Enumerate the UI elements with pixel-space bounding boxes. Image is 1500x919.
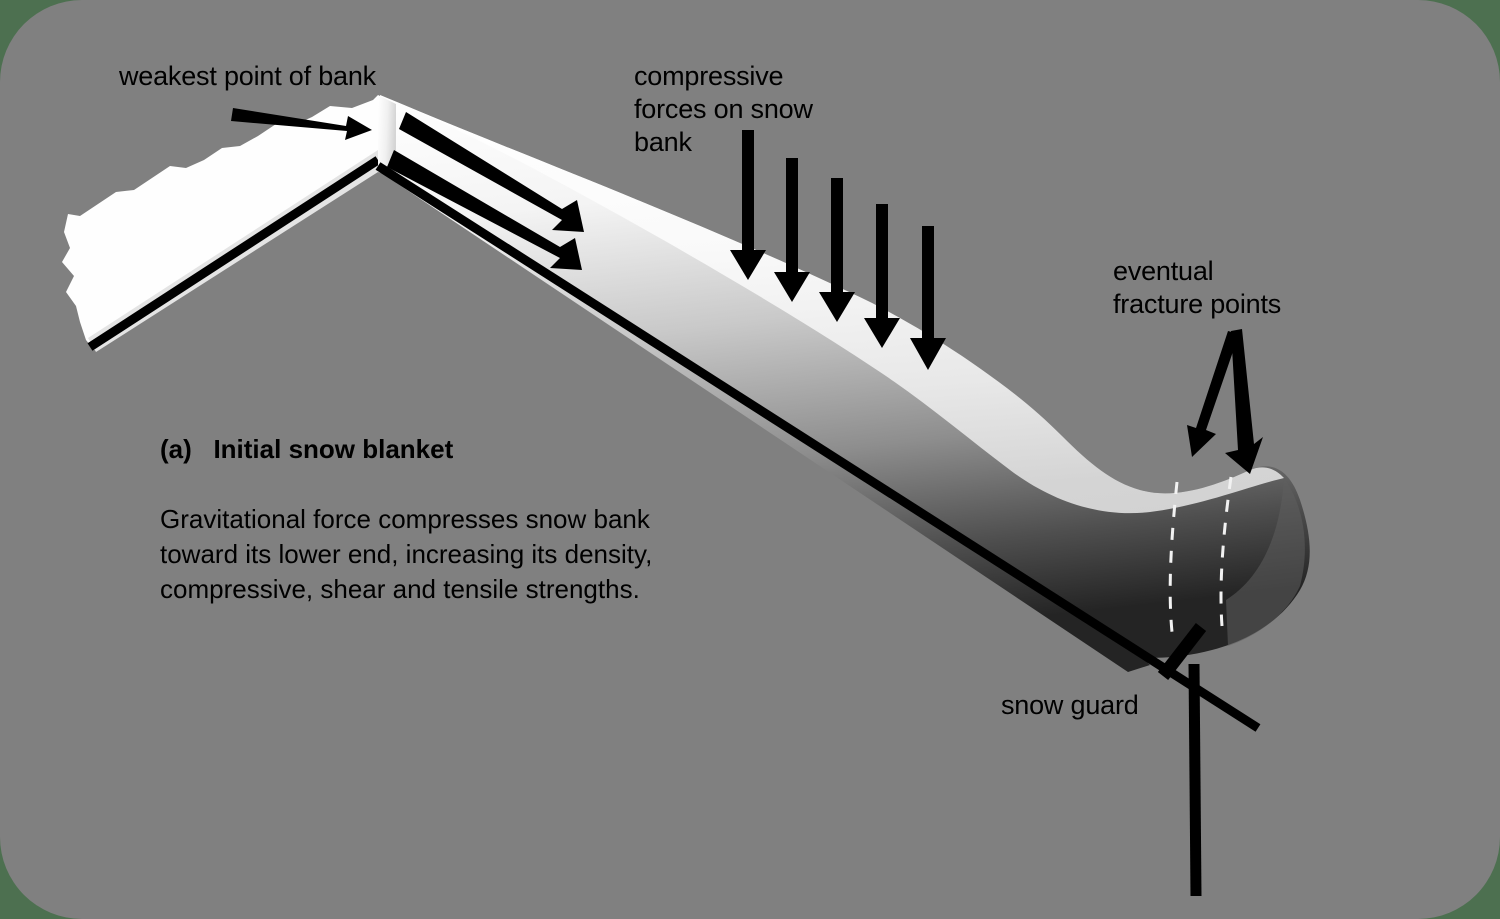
snow-guard-bar bbox=[1157, 623, 1207, 680]
weakest-point-arrow bbox=[231, 108, 372, 140]
caption-body: Gravitational force compresses snow bank… bbox=[160, 504, 653, 604]
label-eventual-fracture-points: eventual fracture points bbox=[1113, 256, 1282, 319]
caption-heading: (a) Initial snow blanket bbox=[160, 434, 454, 464]
gravity-arrow-1 bbox=[399, 112, 584, 232]
gravity-arrow-2 bbox=[387, 150, 582, 270]
label-weakest-point: weakest point of bank bbox=[119, 61, 376, 91]
fracture-dashed-lines bbox=[1168, 476, 1233, 633]
gravity-arrows bbox=[387, 112, 584, 270]
compressive-arrow-3 bbox=[819, 178, 855, 322]
compressive-arrow-1 bbox=[730, 130, 766, 280]
compressive-force-arrows bbox=[730, 130, 946, 370]
compressive-arrow-5 bbox=[910, 226, 946, 370]
fracture-arrow-left bbox=[1187, 331, 1239, 457]
label-snow-guard: snow guard bbox=[1001, 690, 1139, 720]
fracture-dash-line-2 bbox=[1219, 476, 1233, 627]
compressive-arrow-4 bbox=[864, 204, 900, 348]
building-wall-line bbox=[1188, 663, 1202, 897]
back-roof-line bbox=[87, 156, 381, 351]
snow-guard-group bbox=[1157, 623, 1207, 897]
compressive-arrow-2 bbox=[774, 158, 810, 302]
fracture-arrow-right bbox=[1225, 329, 1263, 474]
fracture-point-arrows bbox=[1187, 329, 1263, 474]
label-compressive-forces: compressive forces on snow bank bbox=[634, 61, 813, 157]
front-roof-line bbox=[375, 162, 1261, 732]
